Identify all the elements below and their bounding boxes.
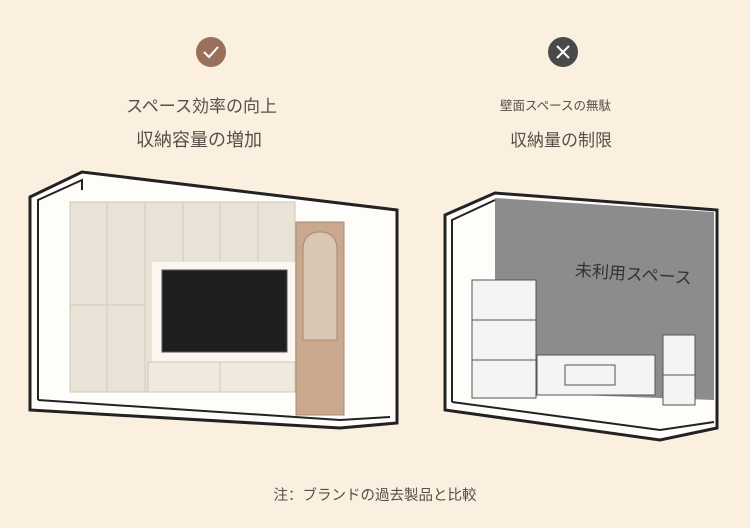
drawback-line-1: 壁面スペースの無駄: [500, 98, 612, 113]
benefit-line-1: スペース効率の向上: [126, 97, 277, 117]
right-room-illustration: [443, 191, 719, 442]
benefit-line-2: 収納容量の増加: [136, 130, 262, 151]
left-room-illustration: [28, 170, 399, 430]
drawback-line-2: 収納量の制限: [510, 131, 612, 151]
cross-icon: [548, 37, 578, 67]
check-icon: [196, 37, 226, 67]
footnote: 注：ブランドの過去製品と比較: [273, 488, 477, 504]
